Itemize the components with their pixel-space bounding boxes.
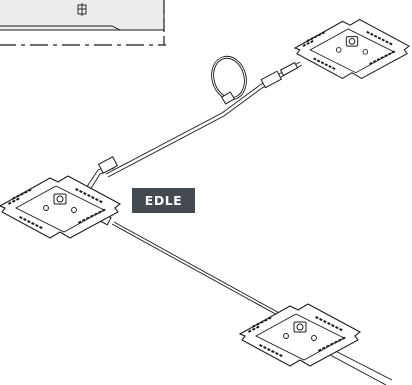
mounting-plate-top-right xyxy=(294,18,410,79)
edle-label-badge: EDLE xyxy=(132,188,195,213)
mounting-plate-bottom-right xyxy=(239,303,361,367)
mounting-plate-left xyxy=(0,175,121,239)
inset-detail-box xyxy=(0,0,166,46)
